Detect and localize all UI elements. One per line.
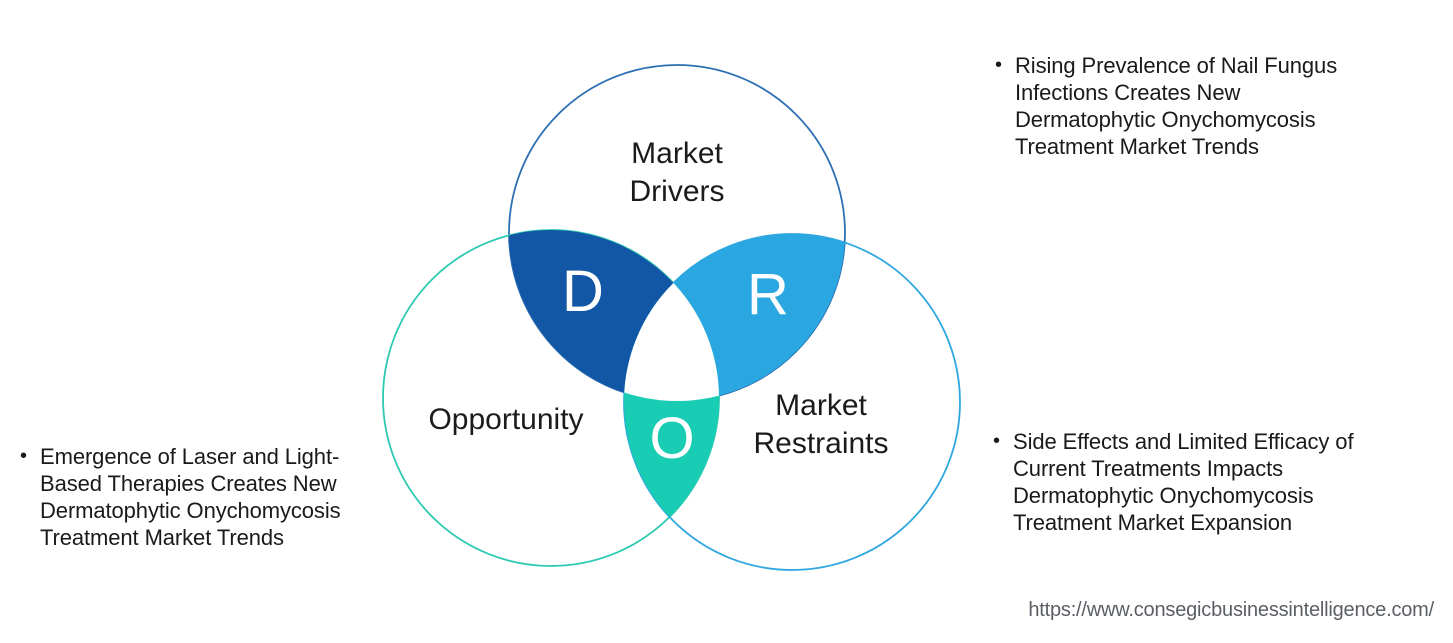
opportunity-note: • Emergence of Laser and Light- Based Th… [20,443,341,551]
source-url-link[interactable]: https://www.consegicbusinessintelligence… [1028,599,1434,621]
restraints-circle-label: Market Restraints [753,389,889,460]
bullet-icon: • [20,445,28,467]
drivers-note: • Rising Prevalence of Nail Fungus Infec… [995,52,1337,160]
opportunity-note-text: Emergence of Laser and Light- Based Ther… [40,444,341,550]
restraints-note: • Side Effects and Limited Efficacy of C… [993,428,1354,536]
opportunity-letter: O [649,406,695,471]
drivers-note-text: Rising Prevalence of Nail Fungus Infecti… [1015,53,1338,159]
drivers-letter: D [562,259,604,324]
bullet-icon: • [995,54,1003,76]
restraints-letter: R [747,262,789,327]
bullet-icon: • [993,430,1001,452]
restraints-overlap-region [624,234,845,401]
drivers-circle-label: Market Drivers [629,137,725,208]
restraints-note-text: Side Effects and Limited Efficacy of Cur… [1013,429,1354,535]
opportunity-circle-label: Opportunity [428,403,584,436]
